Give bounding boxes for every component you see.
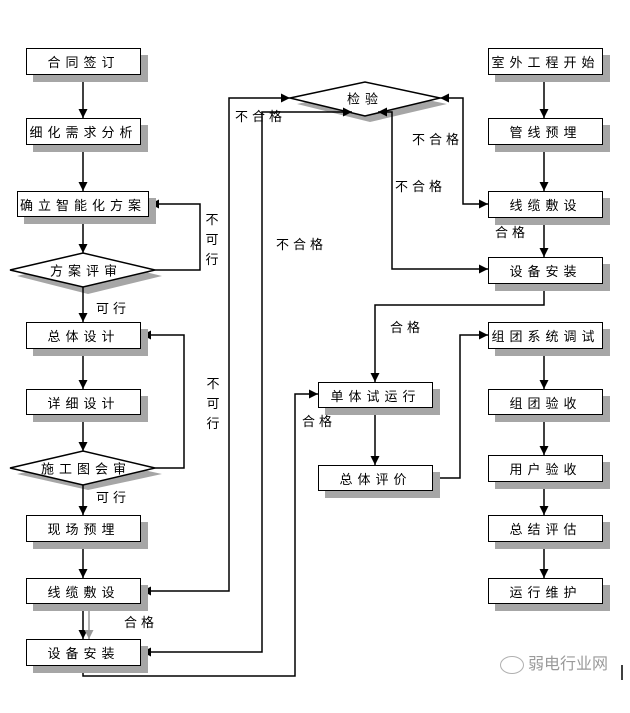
label-fail-1: 不合格 bbox=[235, 110, 287, 125]
label-pass-mid: 合格 bbox=[390, 321, 425, 336]
edge-left-install-to-trial bbox=[82, 389, 318, 677]
edge-right-install-to-trial bbox=[370, 283, 545, 382]
node-operation-maintenance: 运行维护 bbox=[488, 578, 603, 604]
label-infeasible-2: 不可行 bbox=[206, 377, 220, 432]
node-plan-review-label: 方案评审 bbox=[49, 264, 123, 280]
node-group-system-debug: 组团系统调试 bbox=[488, 322, 603, 349]
node-requirement-analysis: 细化需求分析 bbox=[26, 118, 141, 145]
label-fail-3: 不合格 bbox=[395, 180, 447, 195]
node-unit-trial-run: 单体试运行 bbox=[318, 382, 433, 408]
node-onsite-embed: 现场预埋 bbox=[26, 515, 141, 542]
node-outdoor-start: 室外工程开始 bbox=[488, 48, 603, 75]
label-fail-4: 不合格 bbox=[276, 238, 328, 253]
node-equipment-install-left: 设备安装 bbox=[26, 639, 141, 666]
label-fail-2: 不合格 bbox=[412, 133, 464, 148]
watermark-text: 弱电行业网 bbox=[528, 654, 609, 673]
label-infeasible-1: 不可行 bbox=[205, 213, 219, 268]
edge-evaluation-to-debug bbox=[432, 330, 488, 479]
node-drawing-review-label: 施工图会审 bbox=[40, 462, 132, 478]
node-cable-laying-left: 线缆敷设 bbox=[26, 578, 141, 604]
wechat-icon bbox=[500, 655, 524, 674]
node-user-acceptance: 用户验收 bbox=[488, 455, 603, 482]
label-pass-trial: 合格 bbox=[302, 415, 337, 430]
node-equipment-install-right: 设备安装 bbox=[488, 257, 603, 284]
edge-inspection-to-left-install bbox=[142, 107, 352, 657]
watermark: 弱电行业网 bbox=[500, 650, 608, 674]
node-determine-plan: 确立智能化方案 bbox=[17, 191, 149, 217]
edge-drawing-infeasible-loop bbox=[142, 330, 185, 469]
label-feasible-2: 可行 bbox=[96, 491, 131, 506]
node-overall-design: 总体设计 bbox=[26, 322, 141, 349]
label-pass-right: 合格 bbox=[495, 226, 530, 241]
label-pass-left: 合格 bbox=[124, 616, 159, 631]
edge-inspection-to-left-cable bbox=[142, 93, 290, 596]
node-group-acceptance: 组团验收 bbox=[488, 389, 603, 415]
edge-inspection-to-right-cable bbox=[440, 93, 488, 209]
node-overall-evaluation: 总体评价 bbox=[318, 465, 433, 491]
node-detail-design: 详细设计 bbox=[26, 389, 141, 415]
node-contract-sign: 合同签订 bbox=[26, 48, 141, 75]
node-cable-laying-right: 线缆敷设 bbox=[488, 191, 603, 218]
node-summary-evaluation: 总结评估 bbox=[488, 515, 603, 542]
edge-review-infeasible-loop bbox=[150, 199, 201, 271]
node-inspection-label: 检验 bbox=[346, 92, 384, 108]
label-feasible-1: 可行 bbox=[96, 302, 131, 317]
edge-inspection-to-right-install bbox=[378, 107, 488, 274]
node-pipe-embed: 管线预埋 bbox=[488, 118, 603, 145]
